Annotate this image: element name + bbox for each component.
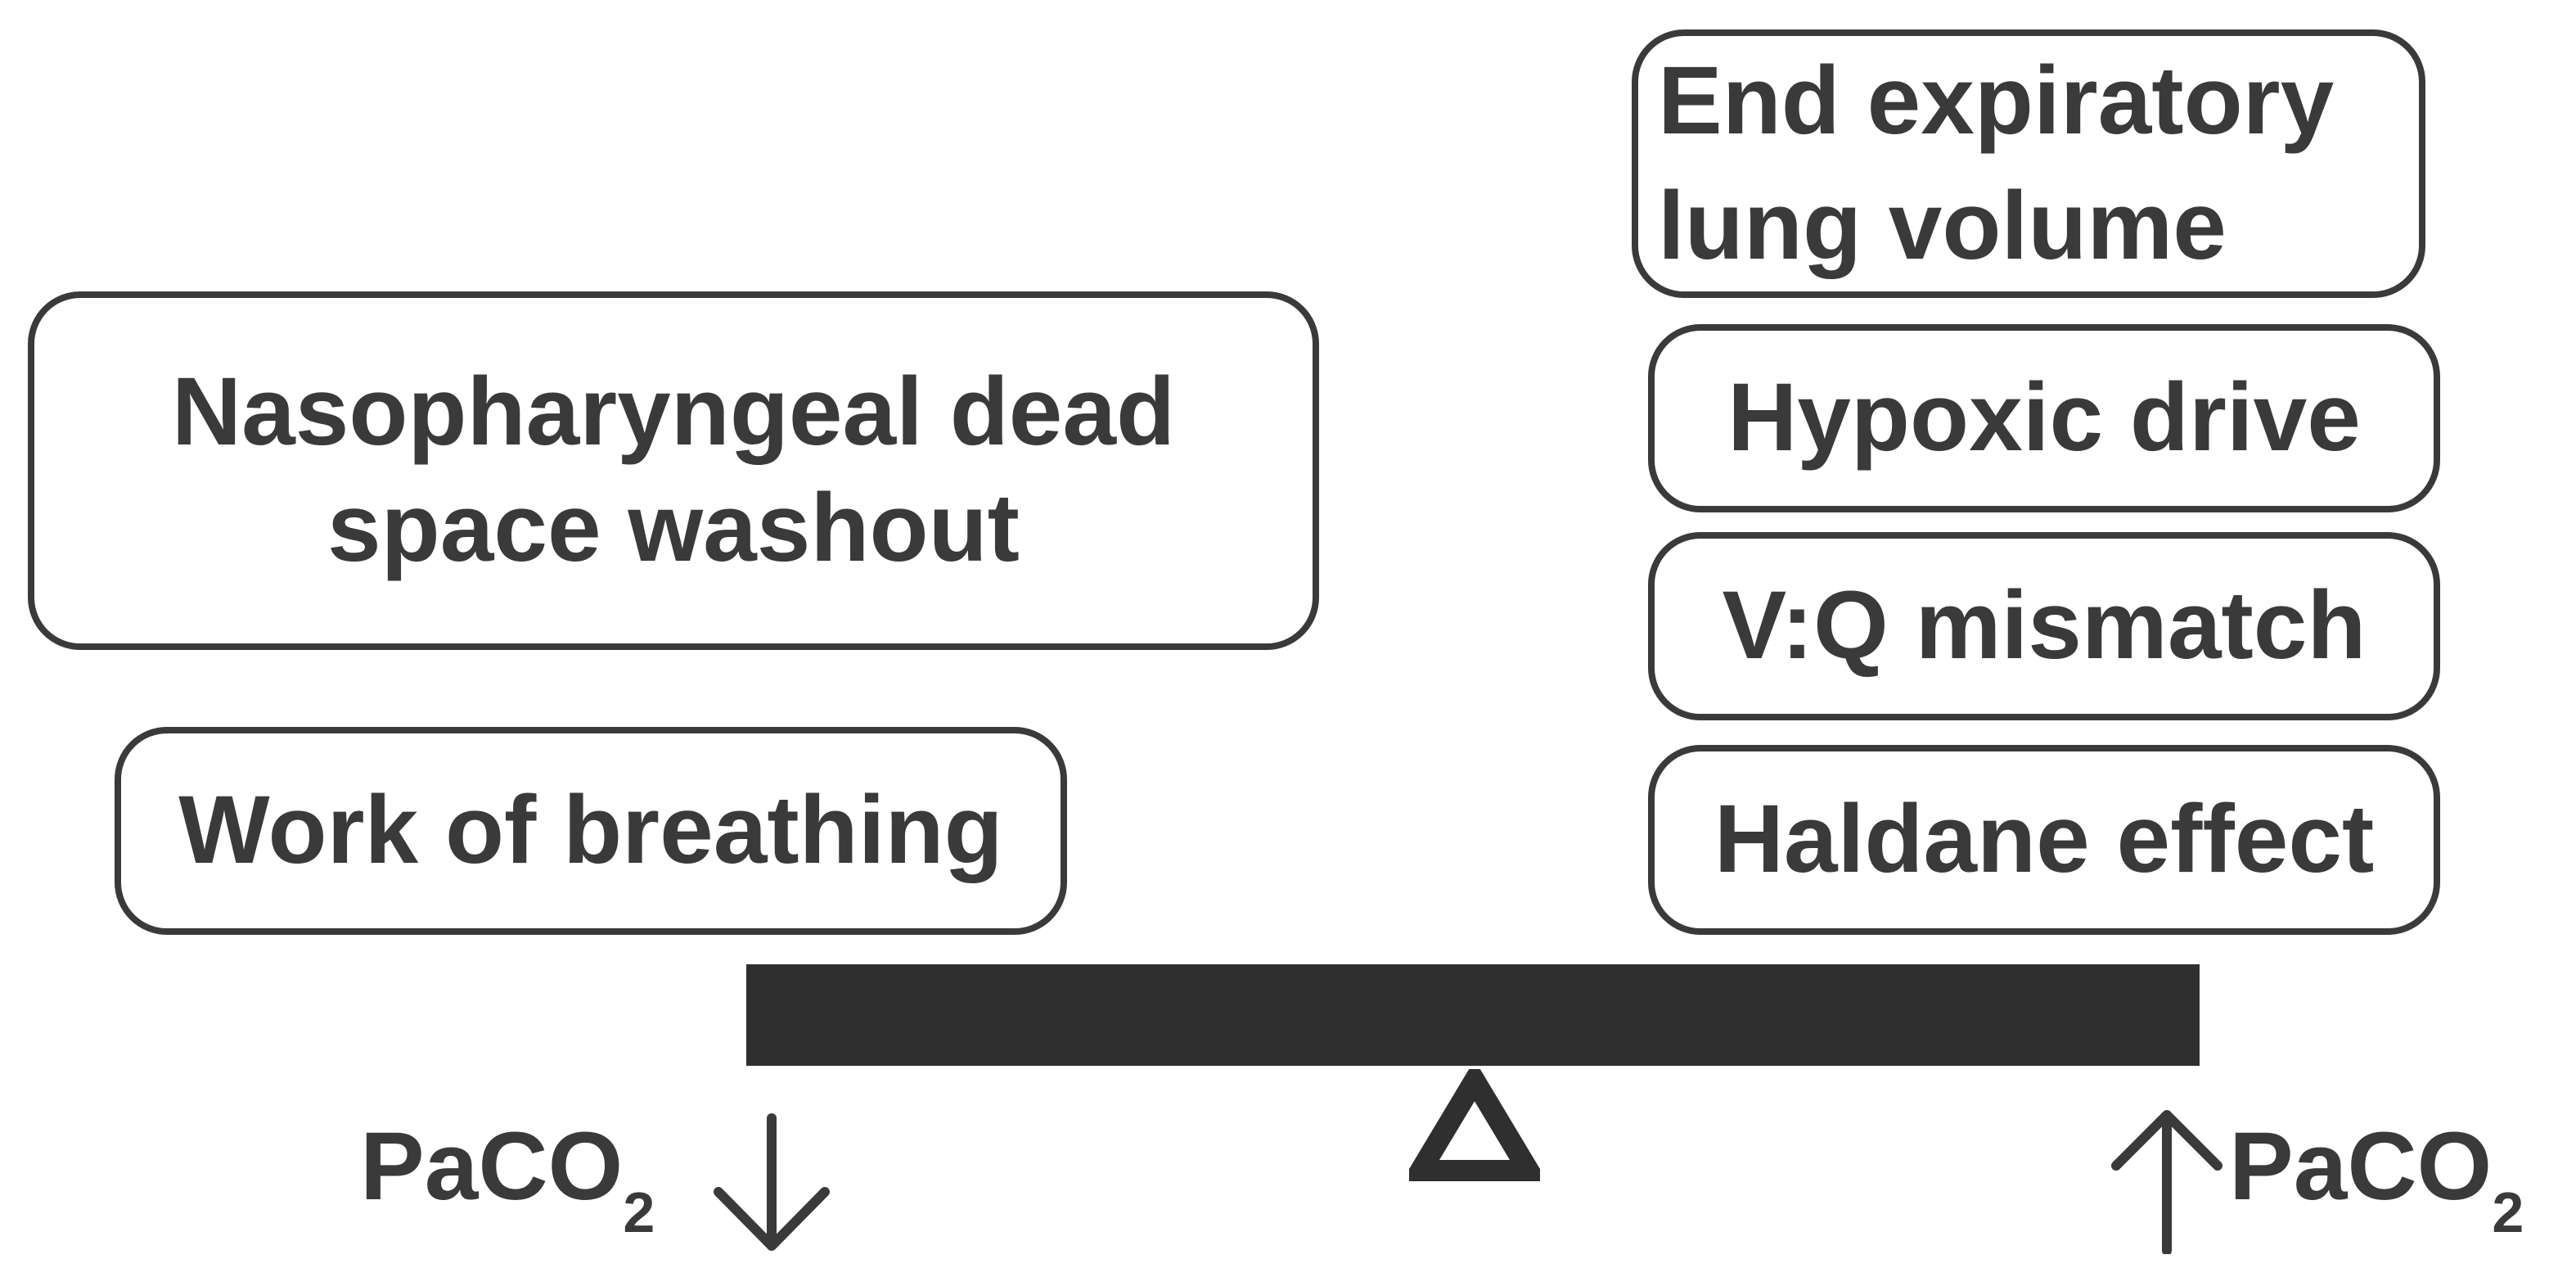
end-expiratory-line2: lung volume: [1658, 172, 2227, 280]
triangle-fulcrum-icon: [1409, 1069, 1540, 1181]
paco2-right-subscript: 2: [2492, 1180, 2524, 1244]
paco2-left-label: PaCO2: [360, 1118, 655, 1241]
paco2-right-main: PaCO: [2229, 1112, 2493, 1221]
work-of-breathing-label: Work of breathing: [178, 776, 1003, 885]
balance-beam: [746, 964, 2200, 1066]
haldane-effect-box: Haldane effect: [1648, 745, 2440, 935]
hypoxic-drive-label: Hypoxic drive: [1727, 363, 2361, 472]
haldane-effect-label: Haldane effect: [1714, 785, 2375, 894]
nasopharyngeal-washout-box: Nasopharyngeal dead space washout: [28, 291, 1319, 650]
end-expiratory-volume-box: End expiratory lung volume: [1632, 29, 2425, 298]
hypoxic-drive-box: Hypoxic drive: [1648, 324, 2440, 512]
paco2-right-label: PaCO2: [2229, 1118, 2524, 1241]
nasopharyngeal-line1: Nasopharyngeal dead: [171, 358, 1176, 467]
work-of-breathing-box: Work of breathing: [115, 727, 1067, 935]
vq-mismatch-box: V:Q mismatch: [1648, 532, 2440, 720]
paco2-left-main: PaCO: [360, 1112, 624, 1221]
arrow-down-icon: [714, 1113, 830, 1251]
end-expiratory-line1: End expiratory: [1658, 46, 2335, 155]
vq-mismatch-label: V:Q mismatch: [1722, 571, 2367, 680]
arrow-up-icon: [2111, 1110, 2222, 1254]
nasopharyngeal-line2: space washout: [327, 474, 1020, 582]
paco2-left-subscript: 2: [623, 1180, 655, 1244]
